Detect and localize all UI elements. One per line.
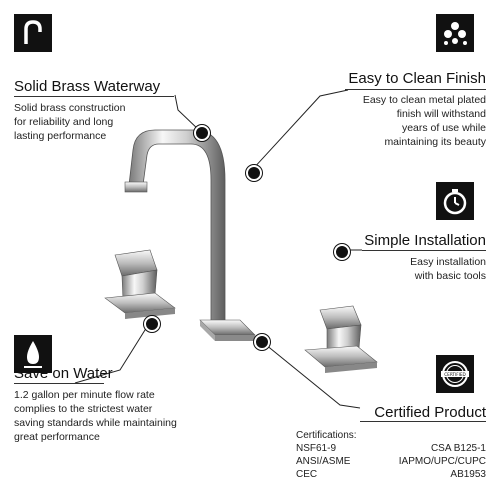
installation-desc-line: Easy installation [410, 256, 486, 268]
installation-rule [362, 250, 486, 251]
finish-callout-dot [246, 165, 262, 181]
water-rule [14, 383, 104, 384]
water-desc-line: great performance [14, 431, 100, 443]
cert-item: CEC [296, 469, 318, 480]
installation-desc-line: with basic tools [414, 270, 486, 282]
waterway-desc-line: lasting performance [14, 130, 107, 142]
water-title: Save on Water [14, 365, 113, 382]
certified-seal-icon: CERTIFIED [436, 355, 474, 393]
water-desc-line: saving standards while maintaining [14, 417, 177, 429]
waterway-callout-dot [194, 125, 210, 141]
faucet-illustration [104, 129, 378, 373]
finish-title: Easy to Clean Finish [348, 70, 486, 87]
water-desc-line: complies to the strictest water [14, 403, 153, 415]
finish-desc-line: years of use while [401, 122, 486, 134]
finish-description: Easy to clean metal plated finish will w… [363, 93, 486, 149]
installation-callout-dot [334, 244, 350, 260]
cert-item: IAPMO/UPC/CUPC [398, 456, 486, 467]
cert-row: ANSI/ASME IAPMO/UPC/CUPC [296, 455, 486, 468]
waterway-desc-line: Solid brass construction [14, 102, 126, 114]
certifications-label: Certifications: [296, 430, 357, 441]
finish-desc-line: maintaining its beauty [384, 136, 486, 148]
cert-item: NSF61-9 [296, 443, 337, 454]
waterway-rule [14, 96, 174, 97]
spout-icon [14, 14, 52, 52]
certified-title: Certified Product [374, 404, 486, 421]
waterway-description: Solid brass construction for reliability… [14, 101, 125, 143]
cert-item: CSA B125-1 [430, 443, 486, 454]
installation-description: Easy installation with basic tools [410, 255, 486, 283]
cert-row: CEC AB1953 [296, 468, 486, 481]
cert-item: ANSI/ASME [296, 456, 351, 467]
certifications-list: Certifications: NSF61-9 CSA B125-1 ANSI/… [296, 429, 486, 481]
waterway-desc-line: for reliability and long [14, 116, 114, 128]
water-description: 1.2 gallon per minute flow rate complies… [14, 388, 177, 444]
finish-rule [345, 89, 486, 90]
stopwatch-icon [436, 182, 474, 220]
certified-callout-dot [254, 334, 270, 350]
installation-title: Simple Installation [364, 232, 486, 249]
sparkle-icon [436, 14, 474, 52]
cert-item: AB1953 [450, 469, 486, 480]
finish-desc-line: finish will withstand [396, 108, 486, 120]
water-drop-icon [14, 335, 52, 373]
water-callout-dot [144, 316, 160, 332]
certified-rule [360, 421, 486, 422]
cert-row: NSF61-9 CSA B125-1 [296, 442, 486, 455]
finish-desc-line: Easy to clean metal plated [362, 94, 486, 106]
water-desc-line: 1.2 gallon per minute flow rate [14, 389, 155, 401]
svg-text:CERTIFIED: CERTIFIED [444, 372, 465, 377]
waterway-title: Solid Brass Waterway [14, 78, 161, 95]
